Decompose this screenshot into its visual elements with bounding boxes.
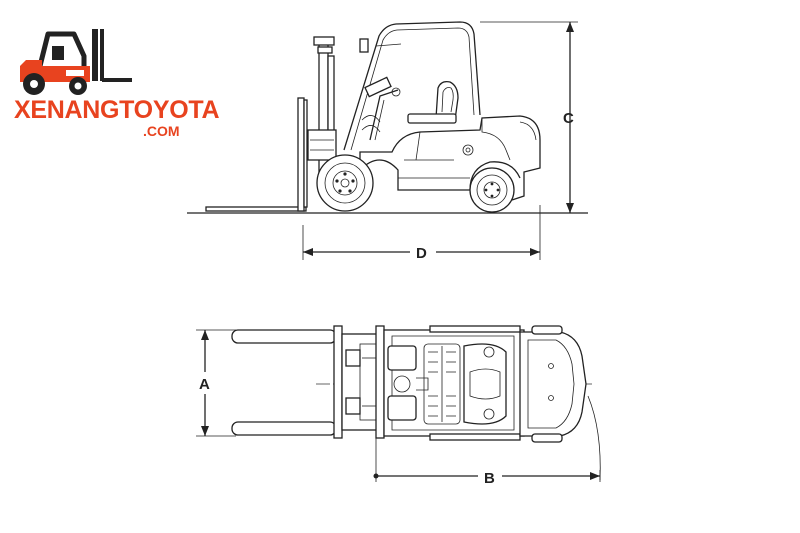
top-counterweight <box>519 325 587 443</box>
dimension-c: C <box>480 21 578 213</box>
dimension-a: A <box>196 329 236 437</box>
brand-domain: .COM <box>143 123 180 139</box>
top-view: A B <box>196 325 601 487</box>
brand-name: XENANGTOYOTA <box>14 96 220 124</box>
top-mast <box>341 325 385 439</box>
dimension-d-label: D <box>416 245 427 262</box>
dimension-b: B <box>373 438 601 487</box>
dimension-b-label: B <box>484 470 495 487</box>
forklift-logo-icon <box>20 29 132 95</box>
side-cab <box>343 21 481 151</box>
side-forks <box>205 97 308 212</box>
side-view: C D <box>187 21 588 262</box>
top-forks <box>231 325 343 439</box>
dimension-c-label: C <box>563 110 574 127</box>
dimension-d: D <box>302 205 541 262</box>
top-chassis <box>383 325 525 441</box>
side-body <box>359 115 541 201</box>
turning-radius-arc <box>587 395 601 481</box>
side-front-wheel <box>316 154 374 212</box>
side-rear-wheel <box>469 167 515 213</box>
dimension-a-label: A <box>199 376 210 393</box>
